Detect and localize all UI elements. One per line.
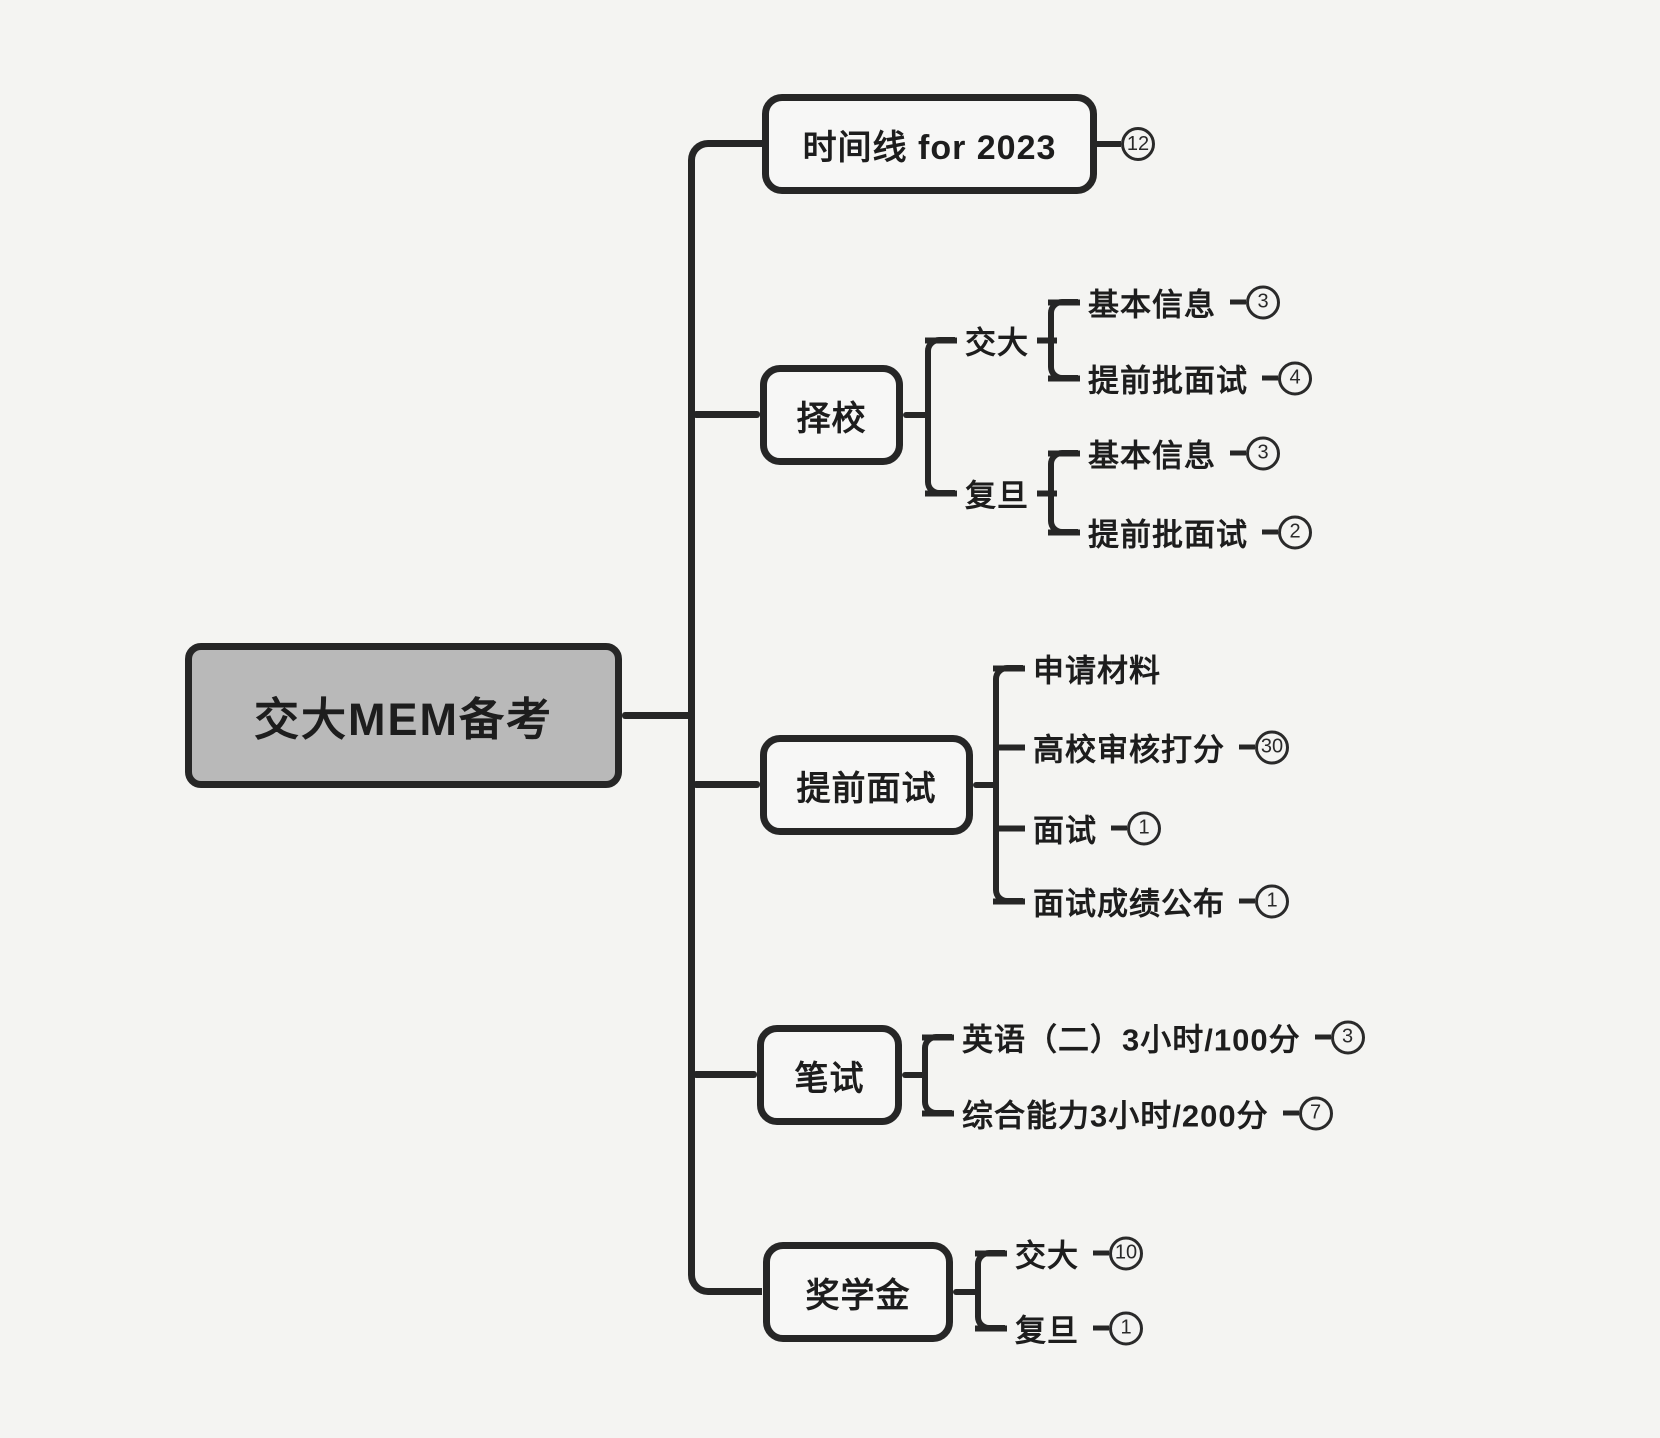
topic-label: 交大	[1015, 1238, 1079, 1274]
topic-early-batch-interview-fudan[interactable]: 提前批面试 2	[1048, 510, 1312, 555]
timeline-badge-row: 12	[1097, 127, 1155, 161]
badge-connector	[1230, 450, 1246, 456]
count-badge[interactable]: 7	[1298, 1096, 1333, 1130]
count-badge[interactable]: 10	[1109, 1236, 1143, 1270]
count-badge[interactable]: 3	[1330, 1020, 1365, 1054]
branch-early-interview[interactable]: 提前面试	[760, 735, 973, 835]
topic-jiaoda-label: 交大	[965, 325, 1029, 361]
topic-scholarship-jiaoda[interactable]: 交大 10	[975, 1231, 1143, 1276]
topic-fudan[interactable]: 复旦	[925, 471, 1057, 516]
badge-connector	[1239, 744, 1255, 750]
connector-trunk-school	[693, 411, 760, 418]
root-node[interactable]: 交大MEM备考	[185, 643, 622, 788]
count-badge[interactable]: 1	[1127, 811, 1161, 845]
connector-trunk-early-interview	[693, 781, 760, 788]
topic-label: 面试成绩公布	[1033, 886, 1225, 922]
topic-jiaoda[interactable]: 交大	[925, 318, 1057, 363]
connector-line	[975, 1325, 1007, 1331]
count-badge[interactable]: 3	[1246, 436, 1280, 470]
count-badge[interactable]: 3	[1246, 285, 1280, 319]
topic-fudan-label: 复旦	[965, 478, 1029, 514]
count-badge[interactable]: 12	[1121, 127, 1155, 161]
topic-label: 复旦	[1015, 1313, 1079, 1349]
count-badge[interactable]: 2	[1278, 515, 1312, 549]
branch-timeline-label: 时间线 for 2023	[802, 128, 1057, 167]
connector-line	[993, 825, 1025, 831]
topic-interview-results[interactable]: 面试成绩公布 1	[993, 879, 1289, 924]
root-node-label: 交大MEM备考	[254, 694, 553, 745]
connector-line	[993, 898, 1025, 904]
topic-label: 面试	[1033, 813, 1097, 849]
connector-written-exam-bracket	[902, 1072, 928, 1078]
badge-connector	[1314, 1034, 1331, 1040]
topic-basic-info-jiaoda[interactable]: 基本信息 3	[1048, 280, 1280, 325]
badge-connector	[1111, 825, 1127, 831]
topic-label: 提前批面试	[1088, 517, 1248, 553]
connector-school-bracket	[903, 412, 931, 418]
topic-label: 高校审核打分	[1033, 732, 1225, 768]
topic-english-exam[interactable]: 英语（二）3小时/100分 3	[922, 1015, 1365, 1060]
badge-connector	[1262, 529, 1278, 535]
topic-application-materials[interactable]: 申请材料	[993, 646, 1169, 691]
connector-line	[1048, 450, 1080, 456]
badge-connector	[1093, 1325, 1109, 1331]
count-badge[interactable]: 4	[1278, 361, 1312, 395]
connector-scholarship-bracket	[953, 1289, 981, 1295]
topic-label: 基本信息	[1088, 438, 1216, 474]
topic-label: 提前批面试	[1088, 363, 1248, 399]
connector-line	[993, 744, 1025, 750]
topic-comprehensive-exam[interactable]: 综合能力3小时/200分 7	[922, 1091, 1333, 1136]
topic-label: 英语（二）3小时/100分	[962, 1022, 1301, 1058]
topic-early-batch-interview-jiaoda[interactable]: 提前批面试 4	[1048, 356, 1312, 401]
badge-connector	[1282, 1110, 1299, 1116]
connector-line	[1037, 337, 1057, 343]
connector-line	[1048, 529, 1080, 535]
connector-trunk-written-exam	[693, 1071, 757, 1078]
badge-connector	[1230, 299, 1246, 305]
count-badge[interactable]: 30	[1255, 730, 1289, 764]
connector-line	[975, 1250, 1007, 1256]
topic-basic-info-fudan[interactable]: 基本信息 3	[1048, 431, 1280, 476]
topic-scholarship-fudan[interactable]: 复旦 1	[975, 1306, 1143, 1351]
connector-line	[1048, 375, 1080, 381]
branch-school-selection[interactable]: 择校	[760, 365, 903, 465]
badge-connector	[1093, 1250, 1109, 1256]
connector-line	[922, 1034, 954, 1040]
connector-line	[1048, 299, 1080, 305]
connector-line	[922, 1110, 954, 1116]
topic-label: 基本信息	[1088, 287, 1216, 323]
connector-line	[925, 337, 957, 343]
count-badge[interactable]: 1	[1109, 1311, 1143, 1345]
branch-written-exam[interactable]: 笔试	[757, 1025, 902, 1125]
branch-early-interview-label: 提前面试	[796, 769, 937, 808]
topic-interview[interactable]: 面试 1	[993, 806, 1161, 851]
badge-connector	[1262, 375, 1278, 381]
branch-school-selection-label: 择校	[796, 399, 867, 438]
topic-university-review-scoring[interactable]: 高校审核打分 30	[993, 725, 1289, 770]
connector-line	[925, 490, 957, 496]
count-badge[interactable]: 1	[1255, 884, 1289, 918]
connector-line	[1037, 490, 1057, 496]
connector-root-trunk	[622, 712, 692, 719]
main-trunk-line	[688, 140, 762, 1295]
branch-scholarship[interactable]: 奖学金	[763, 1242, 953, 1342]
badge-connector	[1239, 898, 1255, 904]
topic-label: 综合能力3小时/200分	[962, 1098, 1269, 1134]
connector-early-interview-bracket	[973, 782, 999, 788]
early-interview-children-bracket	[993, 665, 1023, 904]
branch-timeline[interactable]: 时间线 for 2023	[762, 94, 1097, 194]
connector-line	[1097, 141, 1121, 147]
topic-label: 申请材料	[1033, 653, 1161, 689]
branch-written-exam-label: 笔试	[794, 1059, 865, 1098]
connector-line	[993, 665, 1025, 671]
branch-scholarship-label: 奖学金	[805, 1276, 911, 1315]
